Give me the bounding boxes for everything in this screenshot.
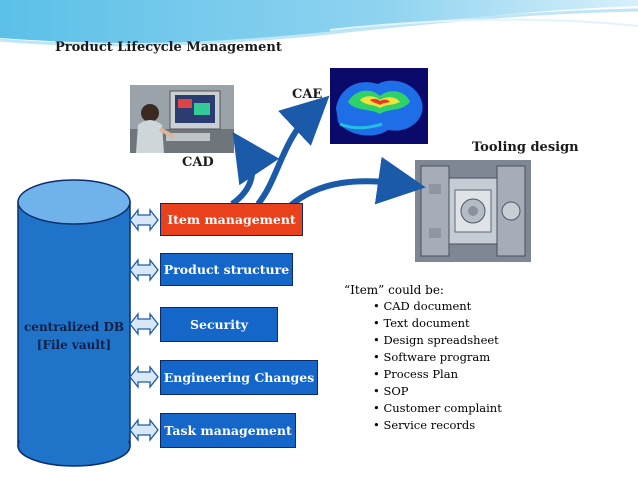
connector-arrows xyxy=(129,208,159,442)
arrow-to-tooling xyxy=(288,156,426,209)
arrow-to-cae xyxy=(255,95,330,206)
header-wave xyxy=(0,0,638,47)
cad-workstation-image xyxy=(130,85,234,153)
module-security: Security xyxy=(160,307,278,342)
list-item: Text document xyxy=(373,315,502,332)
list-item: Software program xyxy=(373,349,502,366)
list-item: Design spreadsheet xyxy=(373,332,502,349)
cae-simulation-image xyxy=(330,68,428,144)
double-arrow-icon xyxy=(129,258,159,282)
module-engineering-changes: Engineering Changes xyxy=(160,360,318,395)
cad-label: CAD xyxy=(182,155,214,170)
database-label: centralized DB [File vault] xyxy=(16,318,132,354)
module-task-management: Task management xyxy=(160,413,296,448)
module-item-management: Item management xyxy=(160,203,303,236)
list-item: Customer complaint xyxy=(373,400,501,417)
item-note-heading: “Item” could be: xyxy=(344,283,444,297)
list-item: Service records xyxy=(373,417,502,434)
list-item: SOP xyxy=(373,383,502,400)
item-note-list: CAD document Text document Design spread… xyxy=(373,298,502,434)
double-arrow-icon xyxy=(129,365,159,389)
arrow-to-cad xyxy=(230,132,280,207)
double-arrow-icon xyxy=(129,312,159,336)
double-arrow-icon xyxy=(129,418,159,442)
tooling-label: Tooling design xyxy=(472,140,579,155)
list-item: CAD document xyxy=(373,298,502,315)
database-label-line1: centralized DB xyxy=(24,320,124,334)
double-arrow-icon xyxy=(129,208,159,232)
list-item: Process Plan xyxy=(373,366,502,383)
page-title: Product Lifecycle Management xyxy=(55,40,282,55)
module-product-structure: Product structure xyxy=(160,253,293,286)
database-label-line2: [File vault] xyxy=(36,338,112,352)
